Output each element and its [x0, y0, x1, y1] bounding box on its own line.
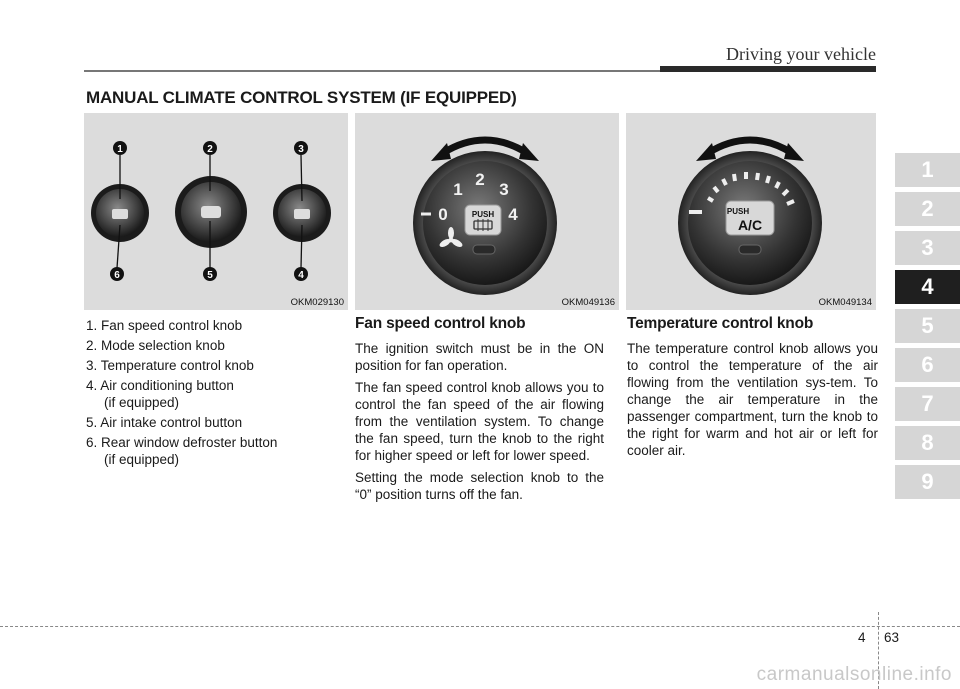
push-label: PUSH [472, 210, 494, 219]
chapter-tab-4[interactable]: 4 [895, 270, 960, 304]
fan-knob-illustration: 1 2 3 0 4 PUSH [413, 136, 557, 295]
svg-text:2: 2 [207, 144, 213, 155]
header-rule [84, 70, 660, 72]
fan-label-0: 0 [438, 205, 447, 224]
ac-label: A/C [738, 217, 762, 233]
chapter-tab-8[interactable]: 8 [895, 426, 960, 460]
ac-button [725, 200, 775, 236]
paragraph: The temperature control knob allows you … [627, 341, 878, 458]
chapter-tab-1[interactable]: 1 [895, 153, 960, 187]
chapter-tab-3[interactable]: 3 [895, 231, 960, 265]
figure-temperature-knob: PUSH A/C OKM049134 [626, 113, 876, 310]
chapter-tab-2[interactable]: 2 [895, 192, 960, 226]
fan-speed-section: Fan speed control knob The ignition swit… [355, 315, 604, 508]
fan-knob-small [91, 184, 149, 242]
legend-item: 5. Air intake control button [86, 415, 243, 430]
legend-item: 2. Mode selection knob [86, 338, 225, 353]
footer-rule [0, 626, 960, 627]
fan-label-1: 1 [453, 180, 462, 199]
page-chapter: 4 [858, 630, 866, 645]
header-title: Driving your vehicle [726, 44, 876, 64]
figure-fan-knob: 1 2 3 0 4 PUSH OKM049136 [355, 113, 619, 310]
component-legend: 1. Fan speed control knob 2. Mode select… [86, 317, 348, 471]
svg-text:3: 3 [298, 144, 304, 155]
fan-label-3: 3 [499, 180, 508, 199]
chapter-tab-5[interactable]: 5 [895, 309, 960, 343]
fan-label-4: 4 [508, 205, 518, 224]
fan-icon [439, 227, 463, 247]
legend-item: 4. Air conditioning button(if equipped) [86, 378, 234, 410]
rotation-arrow-icon [696, 136, 804, 161]
temperature-knob-small [273, 184, 331, 242]
header-rule-accent [660, 66, 876, 72]
callout-5: 5 [203, 267, 217, 281]
fan-label-2: 2 [475, 170, 484, 189]
svg-text:1: 1 [117, 144, 123, 155]
callout-4: 4 [294, 267, 308, 281]
paragraph: Setting the mode selection knob to the “… [355, 470, 604, 502]
footer-divider [878, 612, 879, 689]
rotation-arrow-icon [431, 136, 539, 161]
svg-text:4: 4 [298, 270, 304, 281]
svg-text:5: 5 [207, 270, 213, 281]
temperature-knob-illustration: PUSH A/C [678, 136, 822, 295]
figure-code: OKM049136 [561, 297, 615, 308]
chapter-tab-6[interactable]: 6 [895, 348, 960, 382]
chapter-tabs: 1 2 3 4 5 6 7 8 9 [895, 153, 960, 504]
callout-3: 3 [294, 141, 308, 155]
defrost-icon [473, 219, 493, 231]
figure-climate-panel: 1 2 3 6 5 4 OKM029130 [84, 113, 348, 310]
fan-speed-heading: Fan speed control knob [355, 315, 526, 332]
legend-item: 1. Fan speed control knob [86, 318, 243, 333]
callout-6: 6 [110, 267, 124, 281]
legend-item: 6. Rear window defroster button(if equip… [86, 435, 278, 467]
page-number: 63 [884, 630, 900, 645]
temperature-section: Temperature control knob The temperature… [627, 315, 878, 464]
svg-text:6: 6 [114, 270, 120, 281]
mode-knob-small [175, 176, 247, 248]
temperature-scale [689, 172, 795, 214]
paragraph: The fan speed control knob allows you to… [355, 380, 604, 463]
push-label: PUSH [727, 207, 749, 216]
section-title: MANUAL CLIMATE CONTROL SYSTEM (IF EQUIPP… [86, 88, 517, 107]
legend-item: 3. Temperature control knob [86, 358, 254, 373]
paragraph: The ignition switch must be in the ON po… [355, 341, 604, 373]
temperature-heading: Temperature control knob [627, 315, 814, 332]
figure-code: OKM049134 [818, 297, 872, 308]
chapter-tab-9[interactable]: 9 [895, 465, 960, 499]
climate-panel-illustration: 1 2 3 6 5 4 [91, 141, 331, 281]
figure-code: OKM029130 [290, 297, 344, 308]
watermark: carmanualsonline.info [756, 664, 952, 685]
callout-1: 1 [113, 141, 127, 155]
callout-2: 2 [203, 141, 217, 155]
chapter-tab-7[interactable]: 7 [895, 387, 960, 421]
